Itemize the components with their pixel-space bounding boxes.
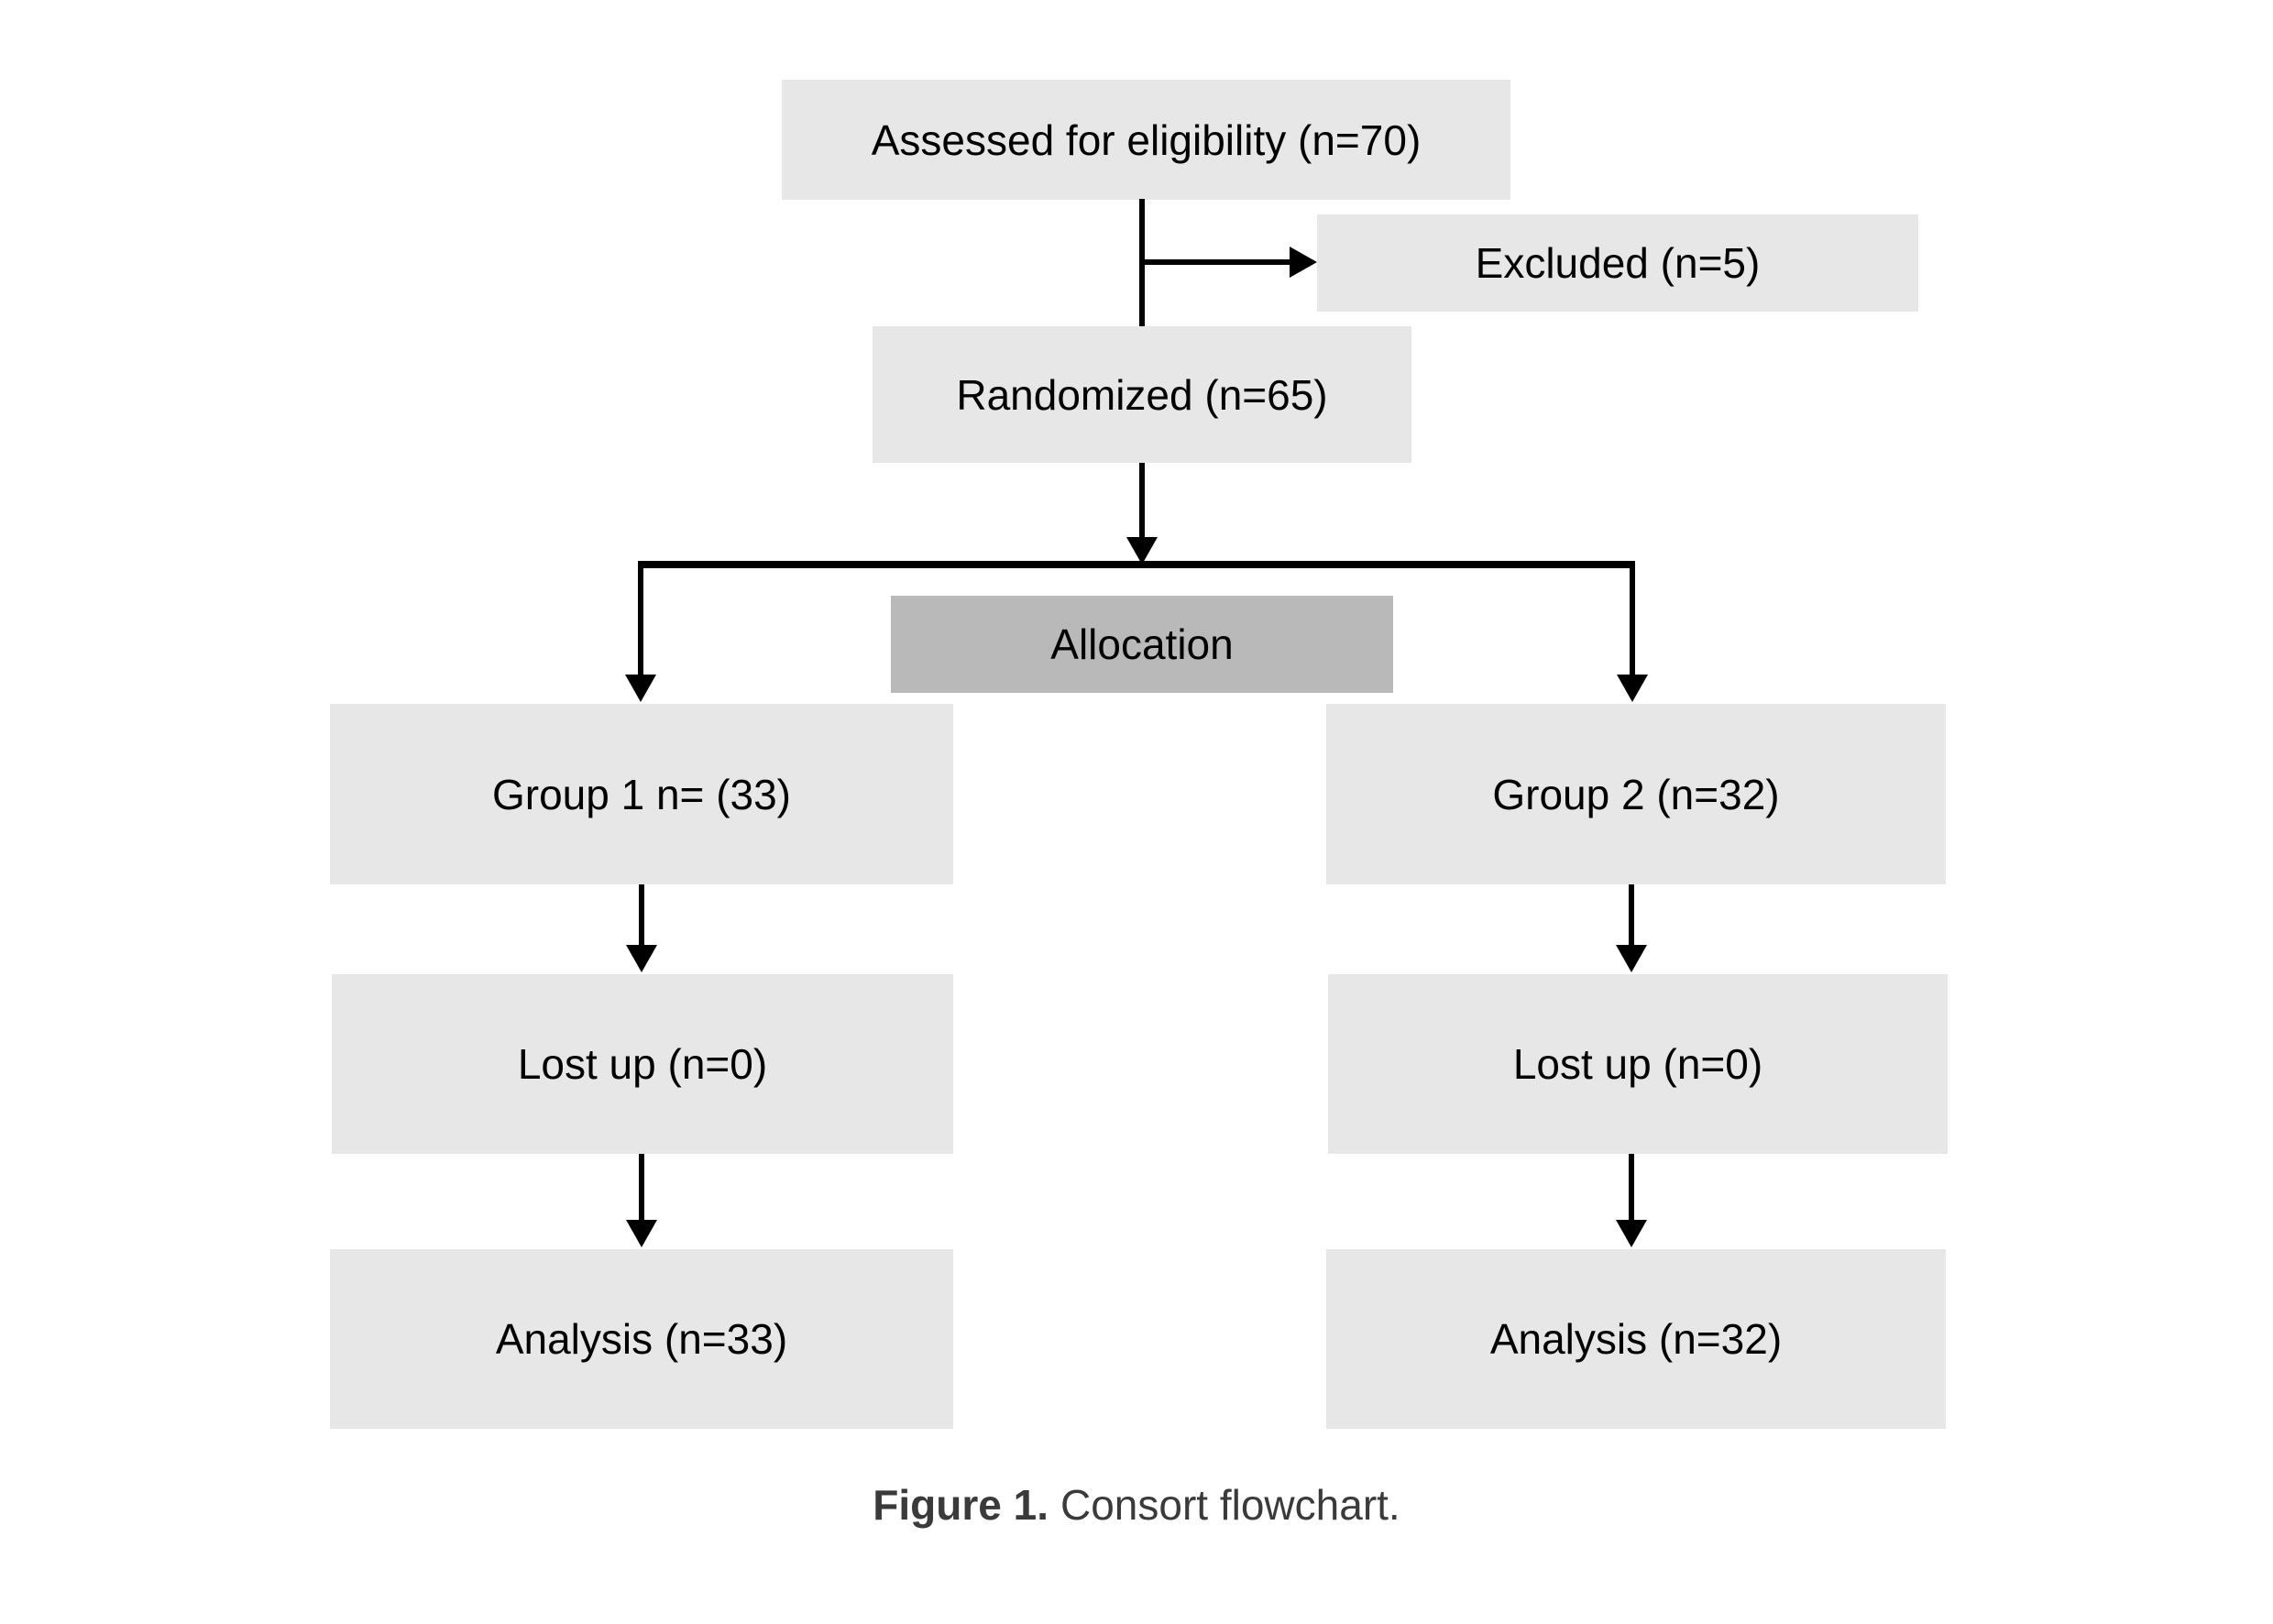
connector-split-to-group-2 <box>1630 566 1635 676</box>
node-lost-followup-group-2: Lost up (n=0) <box>1328 974 1948 1154</box>
figure-caption-text: Consort flowchart. <box>1060 1481 1400 1529</box>
node-analysis-group-2: Analysis (n=32) <box>1326 1249 1946 1429</box>
connector-branch-to-excluded <box>1142 259 1293 265</box>
connector-group-2-to-lost <box>1629 884 1634 947</box>
node-randomized-label: Randomized (n=65) <box>956 370 1328 419</box>
connector-allocation-split-bar <box>638 561 1635 568</box>
figure-caption-number: Figure 1. <box>873 1481 1049 1529</box>
node-analysis-group-1-label: Analysis (n=33) <box>495 1315 788 1363</box>
node-randomized: Randomized (n=65) <box>873 326 1411 463</box>
figure-caption: Figure 1.Consort flowchart. <box>0 1480 2273 1530</box>
connector-lost-2-to-analysis <box>1629 1154 1634 1222</box>
node-excluded: Excluded (n=5) <box>1317 214 1918 312</box>
node-group-1: Group 1 n= (33) <box>330 704 953 884</box>
node-group-2: Group 2 (n=32) <box>1326 704 1946 884</box>
arrowhead-to-group-1-icon <box>625 675 656 702</box>
arrowhead-group-2-to-lost-icon <box>1616 945 1647 972</box>
node-assessed-label: Assessed for eligibility (n=70) <box>871 115 1422 164</box>
arrowhead-to-group-2-icon <box>1617 675 1648 702</box>
connector-randomized-to-split <box>1139 463 1145 539</box>
arrowhead-randomized-to-split-icon <box>1126 537 1158 565</box>
node-lost-followup-group-1-label: Lost up (n=0) <box>517 1040 768 1088</box>
node-allocation-label: Allocation <box>1050 620 1234 668</box>
node-assessed-for-eligibility: Assessed for eligibility (n=70) <box>782 80 1510 200</box>
arrowhead-to-excluded-icon <box>1290 247 1317 278</box>
node-group-2-label: Group 2 (n=32) <box>1492 770 1780 818</box>
node-group-1-label: Group 1 n= (33) <box>491 770 792 818</box>
node-allocation-phase: Allocation <box>891 596 1393 693</box>
node-analysis-group-2-label: Analysis (n=32) <box>1489 1315 1783 1363</box>
connector-lost-1-to-analysis <box>639 1154 644 1222</box>
arrowhead-group-1-to-lost-icon <box>626 945 657 972</box>
arrowhead-lost-1-to-analysis-icon <box>626 1220 657 1247</box>
arrowhead-lost-2-to-analysis-icon <box>1616 1220 1647 1247</box>
node-lost-followup-group-2-label: Lost up (n=0) <box>1512 1040 1763 1088</box>
node-lost-followup-group-1: Lost up (n=0) <box>332 974 953 1154</box>
node-excluded-label: Excluded (n=5) <box>1475 239 1761 287</box>
connector-group-1-to-lost <box>639 884 644 947</box>
node-analysis-group-1: Analysis (n=33) <box>330 1249 953 1429</box>
connector-split-to-group-1 <box>638 566 643 676</box>
